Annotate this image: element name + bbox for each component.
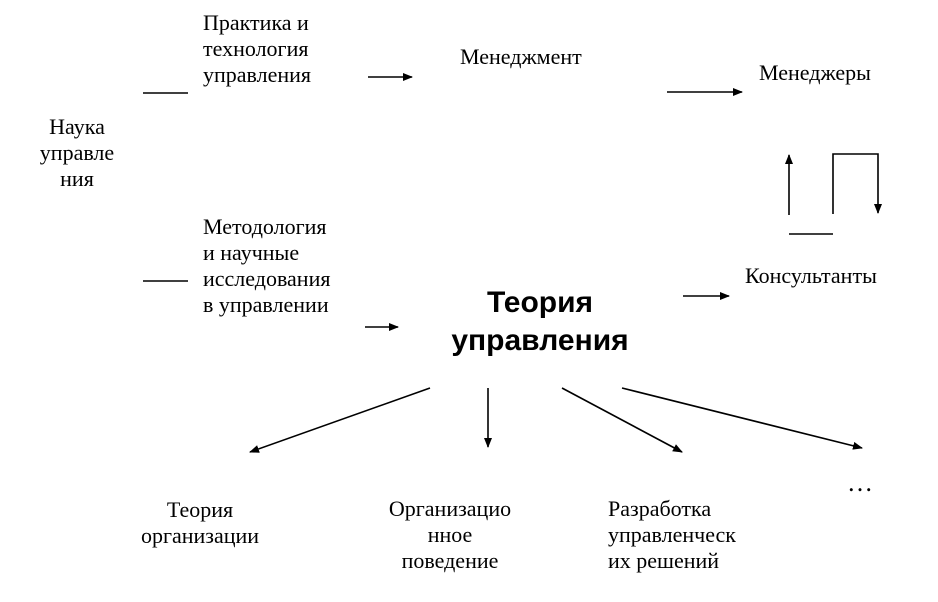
node-metodologiya-line-1: Методология <box>203 214 327 239</box>
node-nauka-line-3: ния <box>60 166 94 191</box>
node-teoriya-upravleniya: Теория управления <box>415 284 665 360</box>
node-razrabotka-line-3: их решений <box>608 548 720 573</box>
node-org-povedenie-line-3: поведение <box>401 548 499 573</box>
node-org-povedenie: Организацио нное поведение <box>370 496 530 574</box>
node-menedzhment: Менеджмент <box>460 44 582 69</box>
node-praktika-line-2: технология <box>203 36 309 61</box>
arrow-down-menedzhery-konsultanty <box>832 153 882 214</box>
node-menedzhery: Менеджеры <box>759 60 871 85</box>
node-metodologiya: Методология и научные исследования в упр… <box>203 214 330 318</box>
arrow-ellipsis <box>621 387 863 450</box>
node-metodologiya-line-4: в управлении <box>203 292 329 317</box>
node-nauka-line-2: управле <box>39 140 115 165</box>
node-konsultanty: Консультанты <box>745 263 877 288</box>
node-praktika-line-3: управления <box>203 62 312 87</box>
node-teoriya-org-line-1: Теория <box>166 497 234 522</box>
node-praktika-line-1: Практика и <box>203 10 309 35</box>
node-nauka: Наука управле ния <box>22 114 132 192</box>
node-org-povedenie-line-1: Организацио <box>388 496 512 521</box>
node-teoriya-org-line-2: организации <box>140 523 260 548</box>
node-razrabotka-line-1: Разработка <box>608 496 712 521</box>
node-ellipsis: … <box>847 468 874 497</box>
node-metodologiya-line-2: и научные <box>203 240 300 265</box>
node-razrabotka-line-2: управленческ <box>608 522 736 547</box>
node-teoriya-line-2: управления <box>451 324 629 357</box>
node-teoriya-line-1: Теория <box>486 286 594 319</box>
node-teoriya-organizacii: Теория организации <box>110 497 290 549</box>
node-org-povedenie-line-2: нное <box>427 522 473 547</box>
node-metodologiya-line-3: исследования <box>203 266 331 291</box>
arrow-teoriya-org <box>249 387 431 453</box>
node-nauka-line-1: Наука <box>49 114 105 139</box>
node-praktika: Практика и технология управления <box>203 10 311 88</box>
arrow-razrabotka <box>561 387 683 453</box>
node-razrabotka: Разработка управленческ их решений <box>608 496 736 574</box>
